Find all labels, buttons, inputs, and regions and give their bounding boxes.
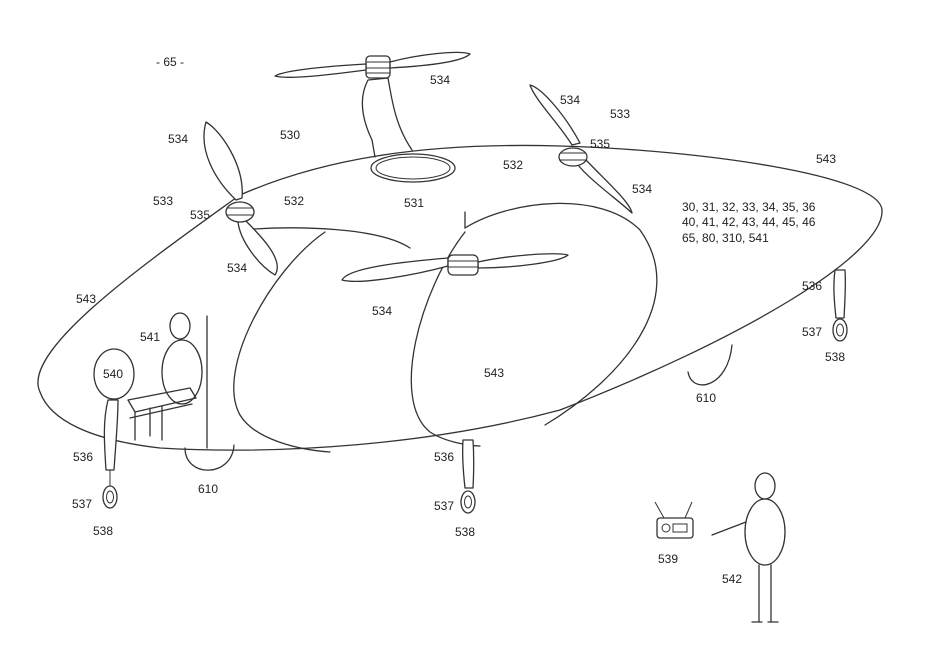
label-538: 538 (455, 525, 475, 539)
label-538: 538 (825, 350, 845, 364)
label-534: 534 (430, 73, 450, 87)
propeller-front (342, 254, 568, 281)
landing-gear-left (103, 400, 118, 508)
label-530: 530 (280, 128, 300, 142)
reference-list-line: 40, 41, 42, 43, 44, 45, 46 (682, 215, 816, 229)
remote-controller (655, 502, 693, 538)
label-532: 532 (503, 158, 523, 172)
landing-gear-right (833, 270, 847, 341)
label-543: 543 (76, 292, 96, 306)
label-536: 536 (73, 450, 93, 464)
label-532: 532 (284, 194, 304, 208)
label-543: 543 (816, 152, 836, 166)
skid-610-left (185, 445, 234, 470)
label-537: 537 (802, 325, 822, 339)
label-534: 534 (372, 304, 392, 318)
passenger-figure (162, 313, 202, 404)
propeller-top (275, 52, 470, 150)
label-534: 534 (227, 261, 247, 275)
skid-610-right (688, 345, 732, 385)
landing-gear-front (461, 440, 475, 513)
label-534: 534 (560, 93, 580, 107)
label-610: 610 (198, 482, 218, 496)
figure-id: - 65 - (156, 55, 184, 69)
label-537: 537 (72, 497, 92, 511)
label-536: 536 (434, 450, 454, 464)
label-541: 541 (140, 330, 160, 344)
label-533: 533 (610, 107, 630, 121)
reference-list-line: 65, 80, 310, 541 (682, 231, 769, 245)
label-543: 543 (484, 366, 504, 380)
reference-labels: - 65 - 534 534 533 534 530 535 543 532 5… (72, 55, 845, 586)
reference-list-line: 30, 31, 32, 33, 34, 35, 36 (682, 200, 816, 214)
label-533: 533 (153, 194, 173, 208)
propeller-left (204, 122, 277, 275)
label-534: 534 (168, 132, 188, 146)
operator-figure (712, 473, 785, 622)
label-535: 535 (590, 137, 610, 151)
label-610: 610 (696, 391, 716, 405)
label-538: 538 (93, 524, 113, 538)
label-536: 536 (802, 279, 822, 293)
label-535: 535 (190, 208, 210, 222)
reference-list: 30, 31, 32, 33, 34, 35, 36 40, 41, 42, 4… (682, 200, 816, 245)
label-539: 539 (658, 552, 678, 566)
label-537: 537 (434, 499, 454, 513)
label-542: 542 (722, 572, 742, 586)
label-540: 540 (103, 367, 123, 381)
label-531: 531 (404, 196, 424, 210)
label-534: 534 (632, 182, 652, 196)
